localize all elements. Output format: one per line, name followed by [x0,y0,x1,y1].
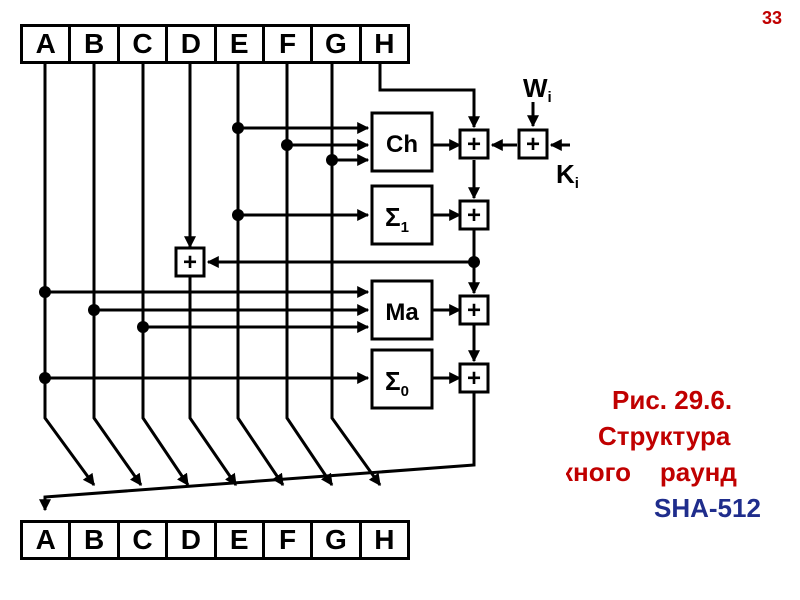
adder-d [174,246,206,278]
sigma0-symbol: Σ [385,366,401,396]
adder-1 [458,128,490,160]
w-subscript: i [548,89,552,106]
w-letter: W [523,73,548,103]
caption-line-2: Структура [598,421,731,451]
register-c-top: C [116,24,169,64]
register-h-top: H [358,24,410,64]
k-subscript: i [575,175,579,192]
k-label: Ki [556,159,579,192]
register-h-bottom: H [358,520,410,560]
wire-c [141,64,190,486]
wire-h [378,64,480,129]
register-f-top: F [261,24,314,64]
adder-2-symbol: + [467,202,481,229]
register-g-bottom: G [310,520,362,560]
register-b-bottom: B [68,520,120,560]
wire-e [236,64,285,486]
new-a-wire [39,393,476,512]
ma-box [370,279,434,341]
register-c-bottom: C [116,520,169,560]
caption-line-1: Рис. 29.6. [612,385,733,415]
k-letter: K [556,159,575,189]
junction-e1 [232,122,244,134]
sigma0-box [370,348,434,410]
wire-a [43,64,96,486]
wire-d-out [188,276,238,486]
sigma1-symbol: Σ [385,202,401,232]
junction-e2 [232,209,244,221]
output-registers: A B C D E F G H [20,520,410,560]
figure-caption: Рис. 29.6. Структура кного раунд SHA-512 [566,382,800,526]
adder-4 [458,362,490,394]
adder-3-symbol: + [467,297,481,324]
junction-a1 [39,286,51,298]
register-a-bottom: A [20,520,72,560]
caption-line-4: SHA-512 [654,493,761,523]
input-registers: A B C D E F G H [20,24,410,64]
adder-2 [458,199,490,231]
sigma0-subscript: 0 [401,383,409,400]
register-d-bottom: D [165,520,217,560]
ma-label: Ma [385,299,419,326]
wire-b [92,64,143,486]
adder-d-symbol: + [183,249,197,276]
adder-wk-symbol: + [526,131,540,158]
register-f-bottom: F [261,520,314,560]
adder-wk [517,128,549,160]
w-label: Wi [523,73,552,106]
sigma1-subscript: 1 [401,219,409,236]
wire-g [330,64,382,486]
junction-b [88,304,100,316]
adder-3 [458,294,490,326]
junction-g [326,154,338,166]
junction-f [281,139,293,151]
caption-line-3: кного раунд [566,457,737,487]
ch-box [370,111,434,173]
sigma1-box [370,184,434,246]
junction-sum [468,256,480,268]
junction-c [137,321,149,333]
adder-4-symbol: + [467,365,481,392]
register-e-top: E [213,24,265,64]
junction-a2 [39,372,51,384]
sigma1-label: Σ1 [385,202,409,236]
page-number: 33 [762,8,783,28]
register-e-bottom: E [213,520,265,560]
sigma0-label: Σ0 [385,366,409,400]
adder-1-symbol: + [467,131,481,158]
ch-label: Ch [386,131,418,158]
wire-f [285,64,334,486]
